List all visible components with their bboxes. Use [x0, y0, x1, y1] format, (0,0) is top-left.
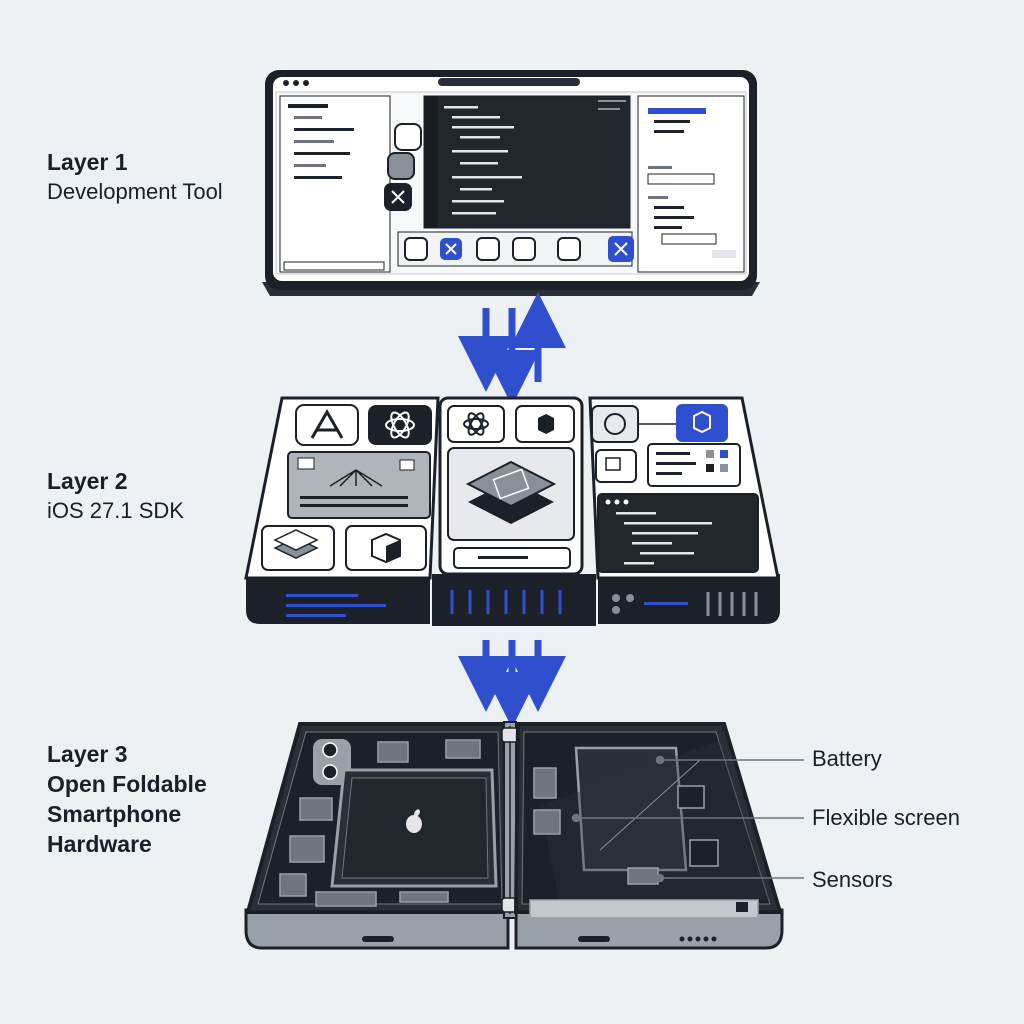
arrows-layer-2-3 [458, 640, 566, 728]
window-dot-icon [283, 80, 289, 86]
layer-2-title: Layer 2 [47, 468, 128, 494]
window-dot-icon [303, 80, 309, 86]
layer-1-title: Layer 1 [47, 149, 128, 175]
folder-icon [387, 152, 415, 180]
camera-lens-icon [322, 742, 338, 758]
react-atom-icon [463, 418, 489, 430]
ide-toolbar [397, 231, 634, 267]
cube-icon [693, 410, 711, 434]
react-atom-icon [385, 418, 415, 432]
camera-module [311, 737, 353, 787]
apple-logo-icon [406, 809, 422, 833]
sdk-module-right [588, 396, 780, 616]
app-store-icon [310, 408, 344, 439]
camera-lens-icon [322, 764, 338, 780]
callout-battery: Battery [812, 746, 882, 771]
ide-side-icons [384, 123, 422, 211]
layer-2-subtitle: iOS 27.1 SDK [47, 498, 184, 523]
layer-1-subtitle: Development Tool [47, 179, 223, 204]
layer-3-subtitle-line-1: Open Foldable [47, 771, 207, 797]
toolbar-button [404, 237, 428, 261]
callout-leaders [571, 755, 804, 883]
layer-2-sdk-blocks [244, 396, 780, 626]
sdk-module-left [244, 396, 440, 617]
file-navigator [279, 95, 391, 273]
toolbar-button [557, 237, 581, 261]
sensor-module [627, 867, 659, 885]
layer-1-tablet [262, 70, 760, 296]
app-store-icon [604, 413, 626, 435]
inspector-panel [637, 95, 745, 273]
layer-3-subtitle-line-2: Smartphone [47, 801, 182, 827]
cube-icon [538, 414, 554, 434]
phone-right-half [513, 722, 783, 919]
battery-cell [574, 746, 688, 872]
layer-3-label: Layer 3 Open Foldable Smartphone Hardwar… [47, 739, 207, 859]
layer-1-label: Layer 1 Development Tool [47, 147, 223, 207]
apple-logo-icon [512, 237, 536, 261]
file-icon [394, 123, 422, 151]
layer-3-title: Layer 3 [47, 741, 128, 767]
callout-flexible-screen: Flexible screen [812, 805, 960, 830]
callout-sensors: Sensors [812, 867, 893, 892]
layer-2-label: Layer 2 iOS 27.1 SDK [47, 466, 184, 526]
sdk-bus-indicators [450, 590, 562, 614]
arrows-layer-1-2 [458, 292, 566, 406]
window-dot-icon [293, 80, 299, 86]
layer-3-foldable-phone [244, 721, 804, 950]
layer-3-subtitle-line-3: Hardware [47, 831, 152, 857]
sdk-module-center [438, 396, 584, 614]
toolbar-button [476, 237, 500, 261]
phone-left-half [245, 722, 511, 914]
code-editor [423, 95, 631, 229]
